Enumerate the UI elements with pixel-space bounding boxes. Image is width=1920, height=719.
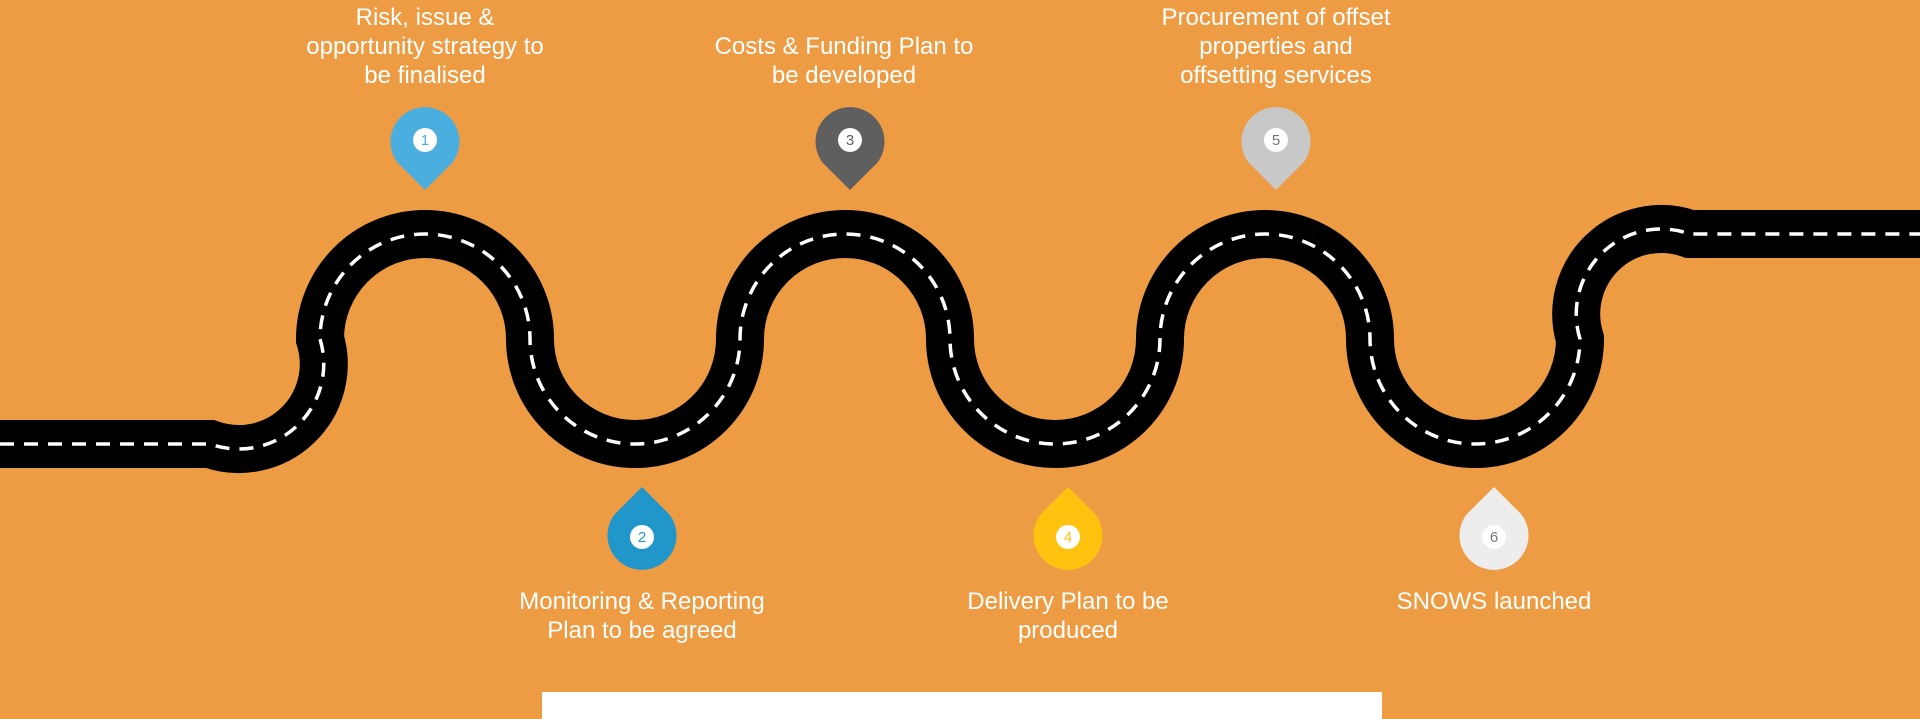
milestone-4-label: Delivery Plan to be produced bbox=[967, 588, 1169, 644]
milestone-2-label: Monitoring & Reporting Plan to be agreed bbox=[519, 588, 765, 644]
milestone-4-pin-icon: 4 bbox=[1033, 487, 1103, 570]
road-surface bbox=[0, 205, 1920, 473]
milestone-1-number: 1 bbox=[421, 132, 429, 149]
milestone-5-label: Procurement of offset properties and off… bbox=[1161, 4, 1391, 89]
milestone-3-label: Costs & Funding Plan to be developed bbox=[714, 33, 974, 89]
milestone-2-number: 2 bbox=[638, 529, 646, 546]
milestone-6-label: SNOWS launched bbox=[1396, 588, 1592, 615]
content-panel bbox=[542, 692, 1382, 719]
milestone-5-number: 5 bbox=[1272, 132, 1280, 149]
milestone-6-pin-icon: 6 bbox=[1459, 487, 1529, 570]
milestone-1-label: Risk, issue & opportunity strategy to be… bbox=[306, 4, 544, 89]
milestone-5-pin-icon: 5 bbox=[1241, 107, 1311, 190]
milestone-6-number: 6 bbox=[1490, 529, 1498, 546]
lane-markings bbox=[0, 227, 1920, 451]
milestone-3-pin-icon: 3 bbox=[815, 107, 885, 190]
milestone-2-pin-icon: 2 bbox=[607, 487, 677, 570]
milestone-3-number: 3 bbox=[846, 132, 854, 149]
milestone-4-number: 4 bbox=[1064, 529, 1072, 546]
milestone-1-pin-icon: 1 bbox=[390, 107, 460, 190]
